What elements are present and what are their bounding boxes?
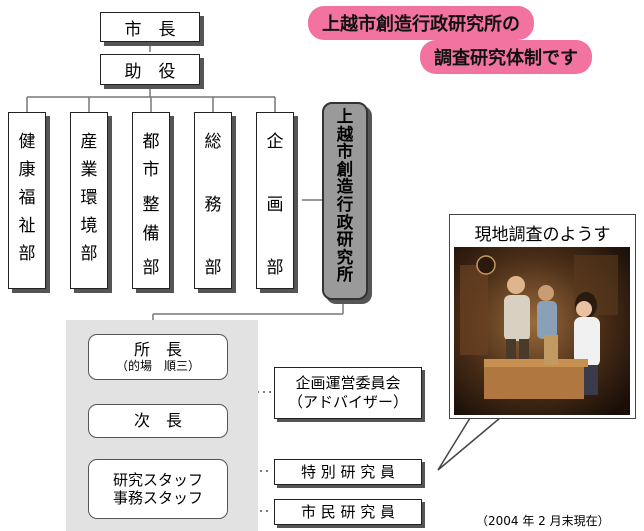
special-researchers-box: 特 別 研 究 員 (274, 459, 422, 485)
dept-char: 健 (18, 132, 36, 152)
dept-char: 業 (80, 160, 98, 180)
dept-char: 市 (142, 160, 160, 180)
dept-char: 画 (266, 195, 284, 215)
vice-director-box: 次 長 (88, 404, 228, 438)
dept-char: 部 (18, 244, 36, 264)
dept-industry-env-box: 産 業 環 境 部 (70, 112, 108, 289)
footnote: （2004 年 2 月末現在） (476, 514, 610, 528)
dept-char: 境 (80, 216, 98, 236)
committee-label: 企画運営委員会 (295, 374, 401, 393)
mayor-box: 市 長 (100, 12, 200, 42)
dept-char: 備 (142, 224, 160, 244)
dept-char: 企 (266, 132, 284, 152)
director-label: 所 長 (133, 340, 182, 360)
committee-role: （アドバイザー） (287, 393, 408, 411)
citizen-researchers-box: 市 民 研 究 員 (274, 499, 422, 525)
institute-box: 上越市創造行政研究所 (322, 102, 368, 300)
vice-director-label: 次 長 (133, 411, 182, 431)
special-researchers-label: 特 別 研 究 員 (300, 462, 396, 481)
deputy-mayor-box: 助 役 (100, 54, 200, 85)
dept-char: 部 (204, 258, 222, 278)
citizen-researchers-label: 市 民 研 究 員 (300, 502, 396, 521)
tagline-line1: 上越市創造行政研究所の (308, 6, 534, 40)
dept-urban-dev-box: 都 市 整 備 部 (132, 112, 170, 289)
dept-char: 環 (80, 188, 98, 208)
director-box: 所 長 （的場 順三） (88, 334, 228, 380)
dept-general-affairs-box: 総 務 部 (194, 112, 232, 289)
staff-box: 研究スタッフ 事務スタッフ (88, 459, 228, 519)
dept-char: 祉 (18, 216, 36, 236)
dept-char: 務 (204, 195, 222, 215)
photo-caption: 現地調査のようす (474, 225, 611, 245)
dept-health-welfare-box: 健 康 福 祉 部 (8, 112, 46, 289)
dept-char: 部 (266, 258, 284, 278)
dept-char: 産 (80, 132, 98, 152)
dept-char: 部 (80, 244, 98, 264)
field-survey-photo (454, 247, 630, 415)
director-name: （的場 順三） (115, 359, 200, 374)
dept-planning-box: 企 画 部 (256, 112, 294, 289)
photo-panel: 現地調査のようす (449, 214, 636, 419)
dept-char: 康 (18, 160, 36, 180)
dept-char: 整 (142, 195, 160, 215)
office-staff-label: 事務スタッフ (112, 489, 203, 507)
dept-char: 総 (204, 132, 222, 152)
dept-char: 都 (142, 132, 160, 152)
tagline-line2: 調査研究体制です (420, 40, 592, 74)
committee-box: 企画運営委員会 （アドバイザー） (274, 367, 422, 419)
dept-char: 部 (142, 258, 160, 278)
dept-char: 福 (18, 188, 36, 208)
research-staff-label: 研究スタッフ (112, 471, 203, 489)
